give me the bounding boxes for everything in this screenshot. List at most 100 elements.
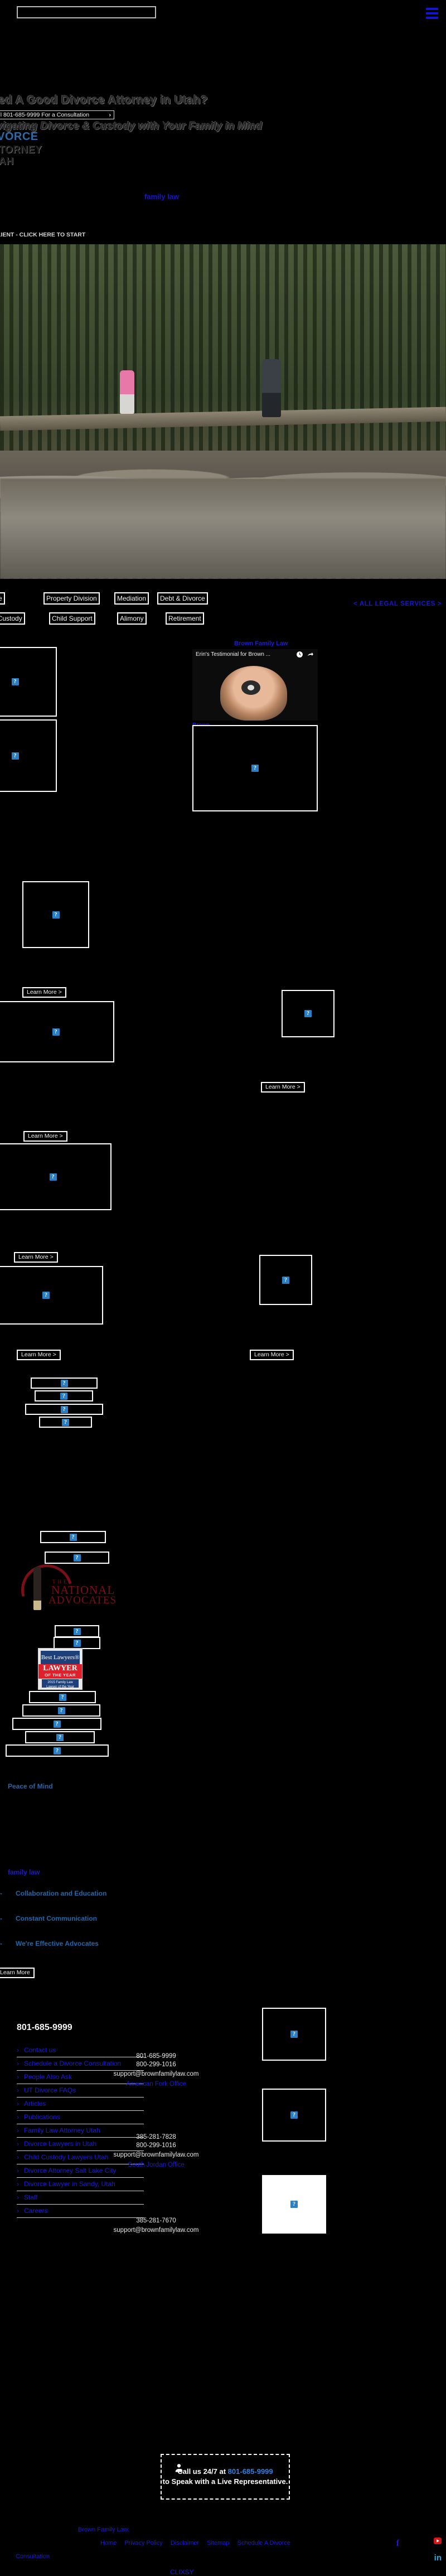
share-icon[interactable] (306, 651, 314, 658)
practice-chip-mediation[interactable]: Mediation (114, 592, 149, 605)
footer-link-row[interactable]: ›UT Divorce FAQs (17, 2084, 144, 2097)
office-name[interactable]: South Jordan Office (128, 2162, 185, 2168)
footer-link-divorce-lawyer-in-sandy-utah[interactable]: Divorce Lawyer in Sandy, Utah (24, 2180, 115, 2188)
footer-legal-link-sitemap[interactable]: Sitemap (207, 2540, 230, 2546)
practice-chip-property-division[interactable]: Property Division (43, 592, 100, 605)
office-phone-tollfree[interactable]: 800-299-1016 (136, 2142, 176, 2149)
footer-link-row[interactable]: ›Family Law Attorney Utah (17, 2124, 144, 2138)
footer-link-row[interactable]: ›Articles (17, 2097, 144, 2111)
practice-chip-child-support[interactable]: Child Support (49, 612, 95, 625)
testimonial-video-player[interactable]: Erin's Testimonial for Brown ... (192, 649, 318, 721)
learn-more-button[interactable]: Learn More > (22, 987, 66, 998)
footer-link-child-custody-lawyers-utah[interactable]: Child Custody Lawyers Utah (24, 2153, 109, 2161)
award-badge-image[interactable]: ? (22, 1704, 100, 1717)
all-legal-services-link[interactable]: < ALL LEGAL SERVICES > (353, 601, 442, 607)
footer-link-row[interactable]: ›Divorce Lawyer in Sandy, Utah (17, 2178, 144, 2191)
footer-link-row[interactable]: ›Careers (17, 2205, 144, 2218)
learn-more-button[interactable]: Learn More > (23, 1131, 67, 1142)
office-phone-primary[interactable]: 801-685-9999 (136, 2053, 176, 2060)
footer-link-staff[interactable]: Staff (24, 2193, 38, 2201)
footer-link-people-also-ask[interactable]: People Also Ask (24, 2073, 72, 2081)
footer-link-row[interactable]: ›Child Custody Lawyers Utah (17, 2151, 144, 2164)
learn-more-button[interactable]: Learn More > (17, 1350, 61, 1360)
value-props-learn-more-button[interactable]: Learn More (0, 1968, 35, 1978)
office-phone-primary[interactable]: 385-281-7828 (136, 2134, 176, 2140)
award-badge-image[interactable]: ? (25, 1731, 95, 1743)
award-badge-image[interactable]: ? (12, 1718, 101, 1730)
footer-link-divorce-lawyers-in-utah[interactable]: Divorce Lawyers in Utah (24, 2140, 97, 2148)
footer-link-row[interactable]: ›Contact us (17, 2044, 144, 2057)
practice-chip-debt-and-divorce[interactable]: Debt & Divorce (157, 592, 208, 605)
value-prop-collaboration[interactable]: Collaboration and Education (16, 1889, 107, 1897)
site-logo[interactable] (17, 6, 156, 18)
linkedin-icon[interactable]: in (434, 2553, 442, 2563)
footer-link-contact-us[interactable]: Contact us (24, 2046, 56, 2054)
value-prop-communication[interactable]: Constant Communication (16, 1915, 97, 1922)
footer-link-schedule-consultation[interactable]: Schedule a Divorce Consultation (24, 2060, 122, 2067)
hero-call-cta-button[interactable]: Call 801-685-9999 For a Consultation › (0, 110, 114, 119)
content-card-image[interactable]: ? (0, 1266, 103, 1325)
footer-legal-link-consultation[interactable]: Consultation (16, 2553, 50, 2560)
content-card-image[interactable]: ? (259, 1255, 312, 1305)
footer-legal-link-privacy-policy[interactable]: Privacy Policy (124, 2540, 163, 2546)
footer-phone-number[interactable]: 801-685-9999 (17, 2023, 72, 2032)
learn-more-button[interactable]: Learn More > (261, 1082, 305, 1093)
bottom-call-cta[interactable]: Call us 24/7 at 801-685-9999 to Speak wi… (161, 2454, 290, 2500)
value-prop-advocates[interactable]: We're Effective Advocates (16, 1940, 99, 1947)
award-badge-image[interactable]: ? (45, 1552, 109, 1564)
award-badge-image[interactable]: ? (55, 1625, 99, 1637)
content-card-image[interactable]: ? (282, 990, 334, 1037)
office-map-image[interactable]: ? (262, 2008, 326, 2061)
award-badge-image[interactable]: ? (54, 1637, 100, 1649)
learn-more-button[interactable]: Learn More > (250, 1350, 294, 1360)
award-badge-image[interactable]: ? (40, 1531, 106, 1543)
learn-more-button[interactable]: Learn More > (14, 1252, 58, 1263)
youtube-icon[interactable] (434, 2538, 442, 2544)
footer-link-careers[interactable]: Careers (24, 2207, 48, 2215)
content-card-image[interactable]: ? (0, 1001, 114, 1062)
content-card-image[interactable]: ? (192, 725, 318, 811)
content-card-image[interactable]: ? (22, 881, 89, 948)
footer-link-row[interactable]: ›Divorce Attorney Salt Lake City (17, 2164, 144, 2178)
content-card-image[interactable]: ? (0, 647, 57, 717)
new-client-banner[interactable]: NEW CLIENT - CLICK HERE TO START (0, 231, 86, 238)
practice-chip-divorce[interactable]: Divorce (0, 592, 5, 605)
practice-chip-alimony[interactable]: Alimony (117, 612, 147, 625)
award-badge-image[interactable]: ? (25, 1404, 103, 1415)
office-phone-primary[interactable]: 385-281-7670 (136, 2217, 176, 2224)
footer-link-articles[interactable]: Articles (24, 2100, 46, 2108)
footer-link-publications[interactable]: Publications (24, 2113, 60, 2121)
office-name[interactable]: American Fork Office (126, 2081, 186, 2087)
office-map-image[interactable]: ? (262, 2175, 326, 2234)
office-email[interactable]: support@brownfamilylaw.com (113, 2071, 199, 2077)
footer-link-row[interactable]: ›Staff (17, 2191, 144, 2205)
footer-link-row[interactable]: ›Divorce Lawyers in Utah (17, 2138, 144, 2151)
hamburger-menu-icon[interactable] (426, 8, 438, 19)
footer-link-row[interactable]: ›People Also Ask (17, 2071, 144, 2084)
practice-chip-child-custody[interactable]: Child Custody (0, 612, 25, 625)
content-card-image[interactable]: ? (0, 719, 57, 792)
award-badge-image[interactable]: ? (29, 1691, 96, 1703)
award-badge-image[interactable]: ? (35, 1390, 93, 1401)
office-email[interactable]: support@brownfamilylaw.com (113, 2152, 199, 2158)
footer-link-row[interactable]: ›Publications (17, 2111, 144, 2124)
footer-link-ut-divorce-faqs[interactable]: UT Divorce FAQs (24, 2086, 76, 2094)
watch-later-icon[interactable] (296, 651, 303, 658)
footer-agency-credit[interactable]: CLIXSY (170, 2568, 194, 2576)
footer-legal-link-schedule-divorce[interactable]: Schedule A Divorce (237, 2540, 290, 2546)
practice-chip-retirement[interactable]: Retirement (166, 612, 204, 625)
office-phone-tollfree[interactable]: 800-299-1016 (136, 2061, 176, 2068)
footer-legal-link-home[interactable]: Home (100, 2540, 117, 2546)
award-badge-image[interactable]: ? (31, 1378, 98, 1389)
office-map-image[interactable]: ? (262, 2089, 326, 2142)
footer-link-divorce-attorney-salt-lake-city[interactable]: Divorce Attorney Salt Lake City (24, 2167, 117, 2174)
cta-phone-link[interactable]: 801-685-9999 (227, 2467, 273, 2476)
award-badge-image[interactable]: ? (6, 1744, 109, 1757)
facebook-icon[interactable]: f (396, 2539, 399, 2548)
footer-legal-link-disclaimer[interactable]: Disclaimer (170, 2540, 200, 2546)
award-badge-image[interactable]: ? (39, 1417, 92, 1428)
footer-link-family-law-attorney-utah[interactable]: Family Law Attorney Utah (24, 2126, 100, 2134)
footer-link-row[interactable]: ›Schedule a Divorce Consultation (17, 2057, 144, 2071)
content-card-image[interactable]: ? (0, 1143, 112, 1210)
office-email[interactable]: support@brownfamilylaw.com (113, 2227, 199, 2234)
